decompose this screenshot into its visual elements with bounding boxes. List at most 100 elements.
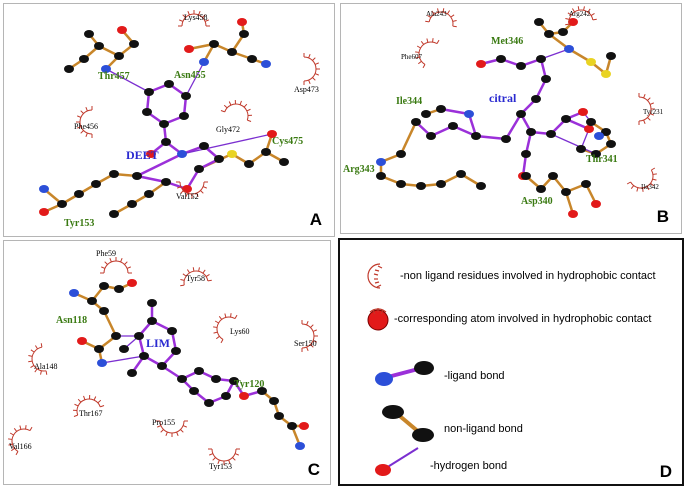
hydrophobic-arc-curve: [418, 41, 438, 65]
atom: [214, 155, 224, 163]
hydrophobic-arc-tick: [25, 425, 27, 430]
hydrophobic-arc-tick: [442, 8, 445, 13]
legend-panel: -non ligand residues involved in hydroph…: [338, 238, 684, 486]
atom: [91, 180, 101, 188]
hydrophobic-arc-tick: [180, 284, 185, 287]
residue-label-gly472: Gly472: [216, 125, 240, 134]
atom: [269, 397, 279, 405]
atom: [376, 158, 386, 166]
hydrophobic-arc-tick: [205, 273, 210, 277]
hydrogen-bond: [181, 133, 273, 155]
atom: [144, 190, 154, 198]
hydrophobic-arc-tick: [312, 57, 316, 61]
hydrogen-bond-icon: [375, 447, 419, 476]
atom: [97, 359, 107, 367]
hydrophobic-arc-tick: [34, 368, 38, 373]
hydrophobic-arc-tick: [649, 102, 654, 105]
hydrophobic-arc-tick: [432, 38, 434, 43]
atom: [396, 180, 406, 188]
legend-icons: [367, 263, 434, 476]
hydrophobic-atom-icon: [367, 308, 389, 331]
atom: [299, 422, 309, 430]
atom: [464, 110, 474, 118]
atom: [204, 399, 214, 407]
residue-label-tyr153: Tyr153: [209, 462, 232, 471]
atom: [237, 18, 247, 26]
hydrophobic-arc-tick: [652, 173, 657, 175]
atom: [239, 392, 249, 400]
atom: [586, 58, 596, 66]
residue-label-ser150: Ser150: [294, 339, 317, 348]
residue-label-ile342: Ile342: [641, 183, 659, 191]
hydrophobic-arc-tick: [306, 346, 309, 351]
atom: [69, 289, 79, 297]
atom: [606, 140, 616, 148]
atom: [64, 65, 74, 73]
hydrophobic-arc-tick: [224, 313, 227, 318]
hydrophobic-arc-tick: [198, 11, 201, 16]
residue-label-lys458: Lys458: [184, 13, 208, 22]
atom: [606, 52, 616, 60]
residue-label-pro155: Pro155: [152, 418, 175, 427]
atom: [476, 60, 486, 68]
hydrophobic-arc-arg242: [565, 6, 597, 26]
atom: [516, 110, 526, 118]
hydrophobic-arc-tick: [643, 94, 646, 99]
atom: [147, 299, 157, 307]
residue-label-cys475: Cys475: [272, 136, 303, 147]
residue-label-asp473: Asp473: [294, 85, 319, 94]
atom: [267, 130, 277, 138]
hydrophobic-arc-tick: [239, 100, 242, 105]
hydrophobic-arc-tick: [415, 56, 420, 59]
hydrophobic-arc-tick: [232, 457, 236, 461]
hydrophobic-arc-tick: [186, 269, 190, 274]
hydrophobic-arc-tick: [452, 20, 457, 22]
hydrophobic-arc-tick: [447, 10, 451, 15]
hydrophobic-arc-curve: [76, 398, 101, 416]
hydrophobic-arc-tick: [202, 269, 206, 274]
hydrophobic-arc-tick: [198, 267, 200, 272]
atom: [501, 135, 511, 143]
atom: [164, 80, 174, 88]
hydrophobic-arc-tyr153: [208, 448, 240, 465]
atom: [129, 40, 139, 48]
hydrophobic-arc-tick: [220, 110, 225, 113]
ligand-label-citral: citral: [489, 91, 517, 105]
atom: [436, 105, 446, 113]
panel-b-letter: B: [656, 207, 669, 226]
hydrophobic-arc-tick: [89, 394, 91, 400]
hydrophobic-arc-tick: [30, 365, 35, 369]
atom: [576, 145, 586, 153]
residue-label-tyr231: Tyr231: [643, 108, 664, 116]
hydrophobic-arc-tick: [308, 79, 311, 84]
atom: [591, 200, 601, 208]
ligand-bond: [504, 113, 523, 140]
atom: [239, 30, 249, 38]
residue-label-phe456: Phe456: [74, 122, 98, 131]
atom: [496, 55, 506, 63]
hydrophobic-arc-tick: [120, 258, 123, 263]
atom: [39, 208, 49, 216]
hydrophobic-arc-tick: [77, 126, 82, 129]
panel-c-diagram: Phe59Tyr58Lys60Ser150Ala148Thr167Pro155V…: [8, 249, 318, 471]
atom: [101, 65, 111, 73]
hydrophobic-arc-tick: [649, 113, 654, 116]
hydrophobic-arc-tick: [187, 11, 190, 16]
hydrophobic-arc-tick: [100, 405, 105, 408]
hydrophobic-arc-tick: [647, 117, 651, 121]
hydrophobic-arc-tick: [200, 190, 204, 194]
hydrophobic-arc-tick: [228, 459, 231, 464]
atom: [584, 125, 594, 133]
hydrophobic-arc-tick: [202, 14, 206, 18]
hydrophobic-arc-tick: [209, 453, 214, 456]
hydrophobic-arc-curve: [303, 56, 317, 82]
atom: [541, 75, 551, 83]
atom: [94, 345, 104, 353]
residue-label-ala148: Ala148: [34, 362, 58, 371]
atom: [194, 367, 204, 375]
atom: [99, 282, 109, 290]
atom: [229, 377, 239, 385]
atom: [194, 165, 204, 173]
